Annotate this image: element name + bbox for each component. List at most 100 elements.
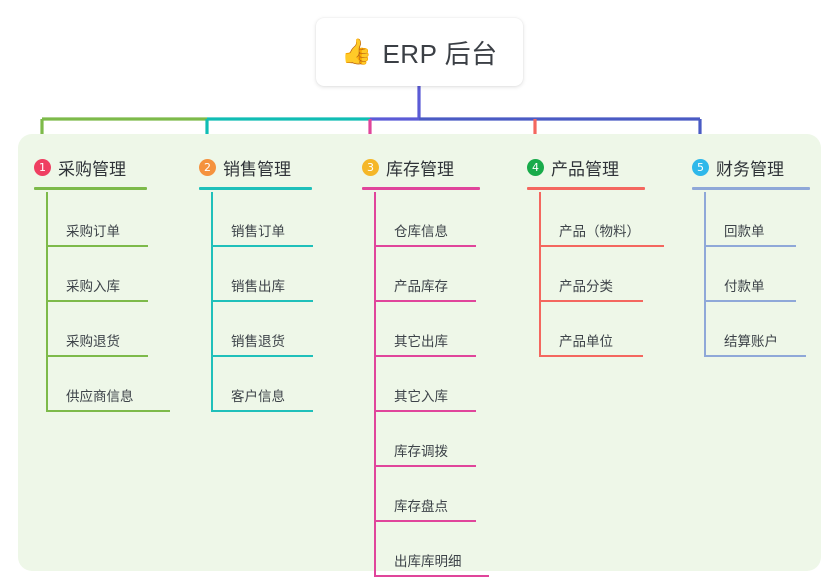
leaf-underline [704, 355, 806, 357]
leaf-item[interactable]: 回款单 [704, 192, 796, 247]
leaf-connector-line [46, 302, 48, 357]
leaf-connector-line [539, 247, 541, 302]
leaf-item[interactable]: 产品分类 [539, 247, 643, 302]
leaf-underline [374, 245, 476, 247]
leaf-connector-line [211, 192, 213, 247]
leaf-underline [211, 245, 313, 247]
leaf-item[interactable]: 产品（物料） [539, 192, 664, 247]
root-node-title: ERP 后台 [382, 38, 498, 69]
leaf-underline [374, 355, 476, 357]
leaf-item[interactable]: 其它出库 [374, 302, 476, 357]
leaf-item[interactable]: 其它入库 [374, 357, 476, 412]
leaf-item-label: 仓库信息 [394, 224, 448, 239]
column-underline-5 [692, 187, 810, 190]
thumbs-up-icon: 👍 [341, 37, 373, 66]
leaf-item[interactable]: 结算账户 [704, 302, 806, 357]
leaf-connector-line [46, 357, 48, 412]
column-badge-5: 5 [692, 158, 709, 176]
leaf-item-label: 产品分类 [559, 279, 613, 294]
root-node-card[interactable]: 👍 ERP 后台 [316, 18, 523, 86]
leaf-underline [704, 300, 796, 302]
leaf-item-label: 出库库明细 [394, 554, 462, 569]
leaf-item-label: 销售出库 [231, 279, 285, 294]
leaf-item-label: 产品（物料） [559, 224, 640, 239]
leaf-underline [374, 575, 489, 577]
leaf-item[interactable]: 销售出库 [211, 247, 313, 302]
leaf-item[interactable]: 出库库明细 [374, 522, 489, 577]
leaf-item-label: 采购入库 [66, 279, 120, 294]
leaf-connector-line [539, 192, 541, 247]
leaf-underline [46, 355, 148, 357]
leaf-connector-line [704, 192, 706, 247]
column-title-3: 库存管理 [386, 159, 454, 179]
column-title-2: 销售管理 [223, 159, 291, 179]
leaf-item[interactable]: 产品库存 [374, 247, 476, 302]
leaf-connector-line [704, 302, 706, 357]
leaf-connector-line [704, 247, 706, 302]
leaf-connector-line [539, 302, 541, 357]
leaf-underline [374, 410, 476, 412]
leaf-underline [211, 355, 313, 357]
leaf-connector-line [46, 247, 48, 302]
leaf-item-label: 供应商信息 [66, 389, 134, 404]
column-header-4[interactable]: 4 产品管理 [527, 150, 619, 184]
leaf-item-label: 付款单 [724, 279, 765, 294]
leaf-connector-line [374, 467, 376, 522]
leaf-item-label: 客户信息 [231, 389, 285, 404]
leaf-connector-line [211, 357, 213, 412]
leaf-connector-line [374, 522, 376, 577]
leaf-item[interactable]: 付款单 [704, 247, 796, 302]
leaf-underline [211, 410, 313, 412]
leaf-underline [46, 300, 148, 302]
leaf-item[interactable]: 采购退货 [46, 302, 148, 357]
leaf-item-label: 销售退货 [231, 334, 285, 349]
leaf-item[interactable]: 销售订单 [211, 192, 313, 247]
leaf-item[interactable]: 仓库信息 [374, 192, 476, 247]
leaf-connector-line [46, 192, 48, 247]
leaf-connector-line [374, 302, 376, 357]
leaf-underline [46, 245, 148, 247]
leaf-connector-line [374, 192, 376, 247]
leaf-underline [704, 245, 796, 247]
leaf-item-label: 其它出库 [394, 334, 448, 349]
column-4: 4 产品管理产品（物料） 产品分类产品单位 [527, 150, 664, 357]
column-badge-4: 4 [527, 158, 544, 176]
leaf-item-label: 产品库存 [394, 279, 448, 294]
leaf-connector-line [374, 357, 376, 412]
column-underline-2 [199, 187, 312, 190]
leaf-item-label: 采购退货 [66, 334, 120, 349]
diagram-panel [18, 134, 821, 571]
leaf-connector-line [374, 412, 376, 467]
leaf-connector-line [211, 247, 213, 302]
leaf-item[interactable]: 销售退货 [211, 302, 313, 357]
leaf-item-label: 结算账户 [724, 334, 778, 349]
leaf-item[interactable]: 采购订单 [46, 192, 148, 247]
leaf-underline [211, 300, 313, 302]
leaf-item[interactable]: 库存盘点 [374, 467, 476, 522]
leaf-item-label: 产品单位 [559, 334, 613, 349]
column-underline-4 [527, 187, 645, 190]
leaf-underline [374, 520, 476, 522]
leaf-item-label: 销售订单 [231, 224, 285, 239]
leaf-item[interactable]: 产品单位 [539, 302, 643, 357]
leaf-item[interactable]: 客户信息 [211, 357, 313, 412]
leaf-item[interactable]: 供应商信息 [46, 357, 170, 412]
leaf-item[interactable]: 库存调拨 [374, 412, 476, 467]
leaf-item-label: 其它入库 [394, 389, 448, 404]
leaf-underline [46, 410, 170, 412]
column-underline-1 [34, 187, 147, 190]
column-title-4: 产品管理 [551, 159, 619, 179]
leaf-connector-line [211, 302, 213, 357]
leaf-connector-line [374, 247, 376, 302]
leaf-item[interactable]: 采购入库 [46, 247, 148, 302]
leaf-item-label: 采购订单 [66, 224, 120, 239]
